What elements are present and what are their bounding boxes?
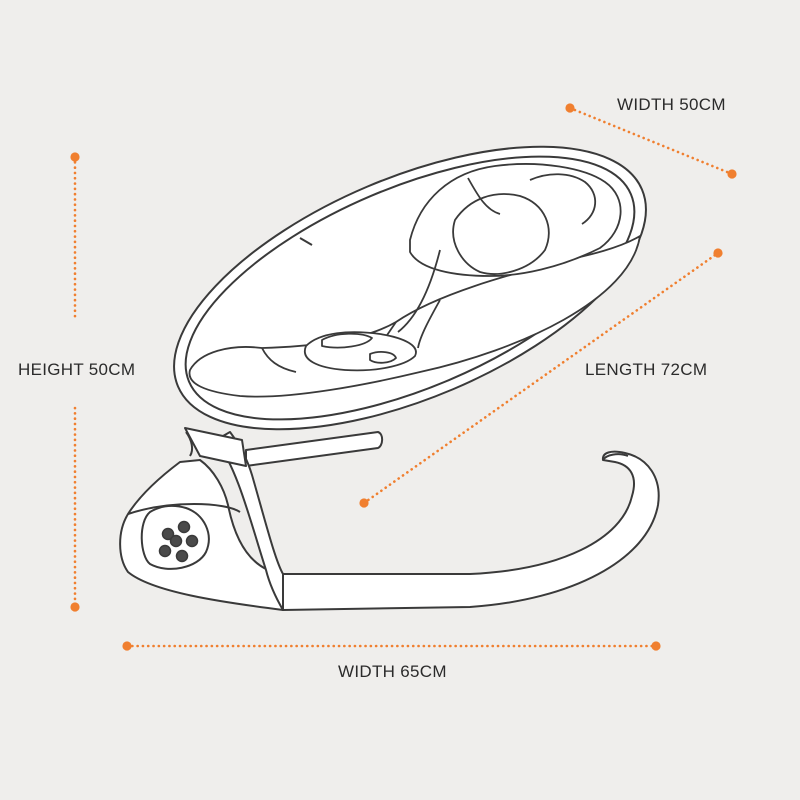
head-cushion — [397, 163, 622, 333]
dimension-guides — [73, 106, 734, 648]
harness-buckle — [303, 331, 417, 372]
width-top-end-dot — [727, 169, 737, 179]
rocker-base — [276, 450, 660, 611]
length-top-dot — [713, 248, 723, 258]
length-bottom-dot — [359, 498, 369, 508]
control-buttons — [158, 520, 199, 563]
width-bottom-left-dot — [122, 641, 132, 651]
width-bottom-right-dot — [651, 641, 661, 651]
height-label: HEIGHT 50CM — [18, 360, 136, 379]
support-arm — [184, 427, 384, 611]
height-top-dot — [70, 152, 80, 162]
width-top-start-dot — [565, 103, 575, 113]
height-bottom-dot — [70, 602, 80, 612]
length-label: LENGTH 72CM — [585, 360, 708, 379]
width-top-label: WIDTH 50CM — [617, 95, 726, 114]
dimension-endpoints — [70, 103, 737, 651]
width-bottom-label: WIDTH 65CM — [338, 662, 447, 681]
length-dotted-line — [362, 251, 720, 505]
